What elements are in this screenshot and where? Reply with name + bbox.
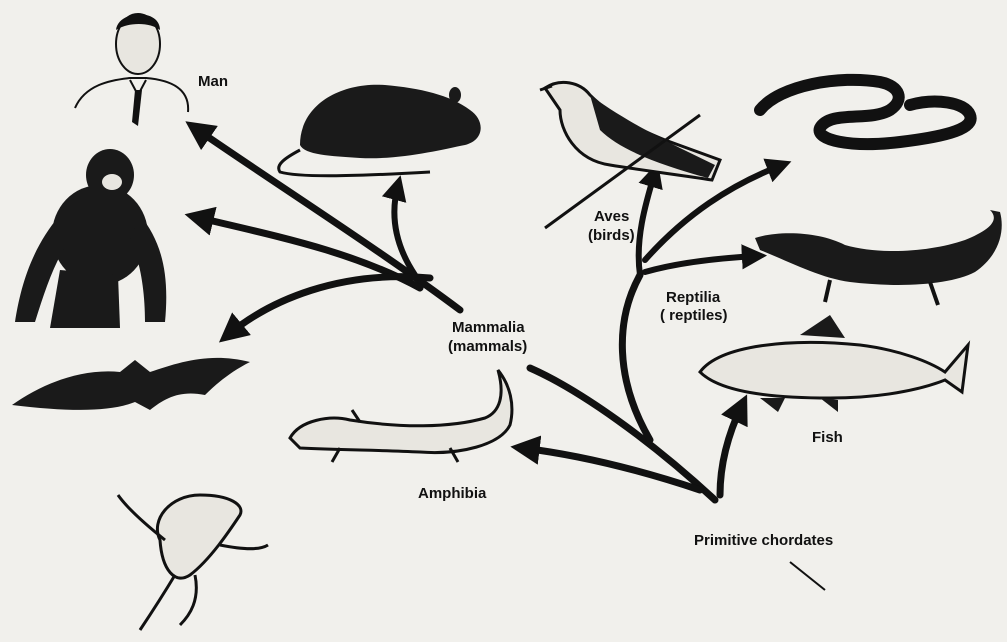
branch-to-crocodile (645, 256, 757, 272)
label-mammalia: Mammalia (452, 319, 525, 336)
label-reptilia: Reptilia (666, 289, 721, 306)
labels: Man Mammalia (mammals) Aves (birds) Rept… (198, 73, 843, 549)
label-amphibia: Amphibia (418, 485, 487, 502)
snake-illustration (760, 80, 971, 144)
label-birds: (birds) (588, 227, 635, 244)
branch-to-fish (720, 405, 742, 495)
branch-to-amphibia (522, 448, 700, 490)
salamander-illustration (290, 370, 512, 462)
label-man: Man (198, 73, 228, 90)
man-illustration (75, 14, 188, 126)
bat-illustration (12, 358, 250, 410)
crocodile-illustration (755, 210, 1002, 305)
bird-illustration (540, 82, 720, 228)
label-aves: Aves (594, 208, 629, 225)
branch-to-mammalia (530, 368, 715, 500)
label-primitive-chordates: Primitive chordates (694, 532, 833, 549)
ape-illustration (15, 149, 166, 328)
fish-illustration (700, 315, 968, 412)
label-mammals: (mammals) (448, 338, 527, 355)
label-fish: Fish (812, 429, 843, 446)
branch-to-bat (228, 277, 430, 335)
branch-to-reptilia (622, 275, 650, 440)
label-reptiles: ( reptiles) (660, 307, 728, 324)
rat-illustration (279, 85, 481, 176)
pointer-line (790, 562, 825, 590)
frog-illustration (118, 495, 268, 630)
